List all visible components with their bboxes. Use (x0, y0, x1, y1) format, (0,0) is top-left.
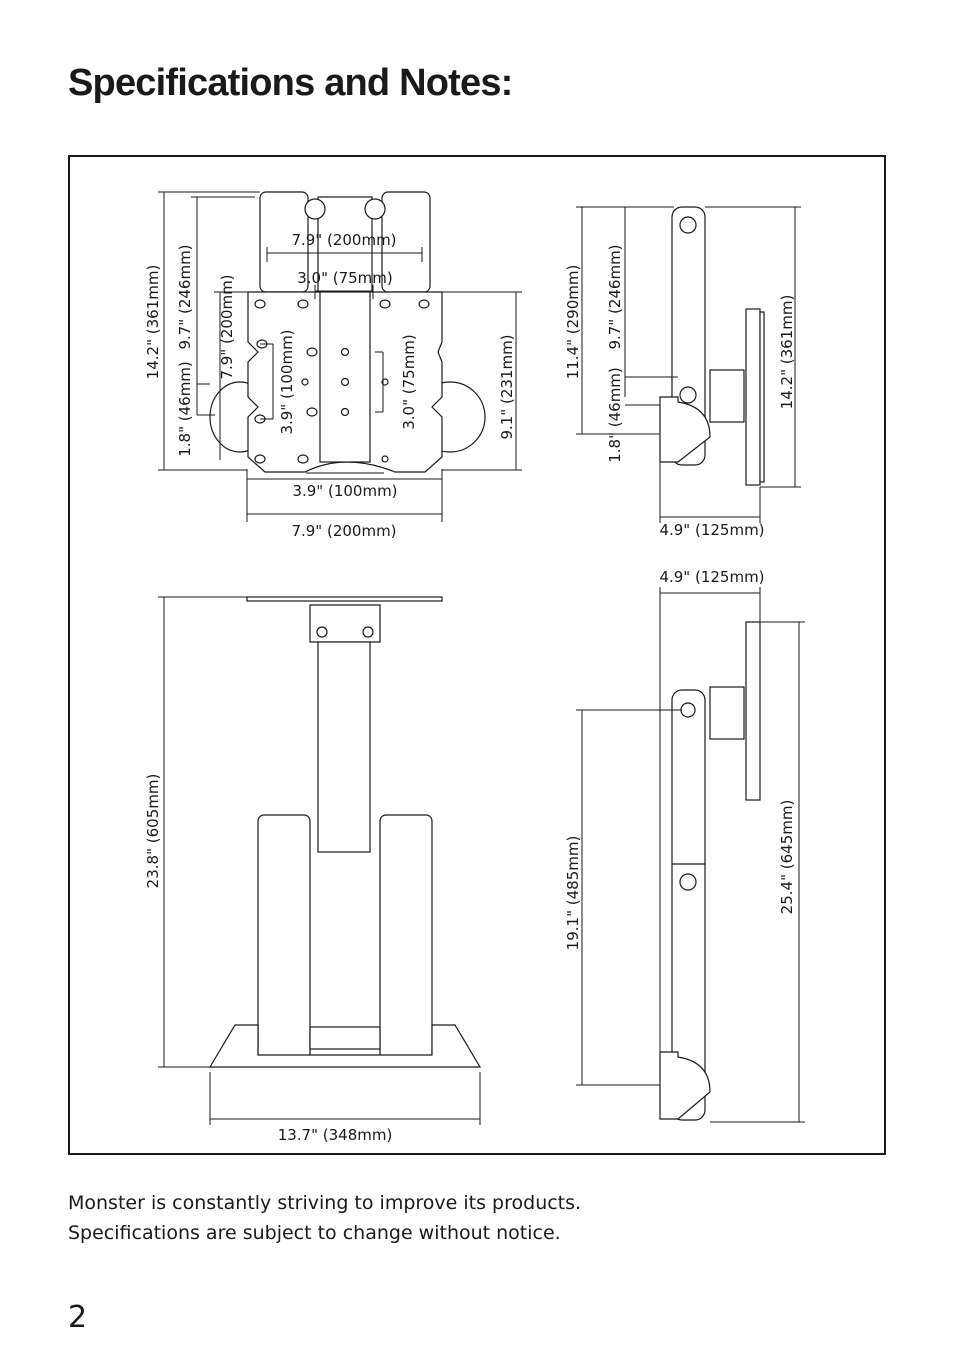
dim-side-folded-height-246: 9.7" (246mm) (606, 244, 624, 349)
dim-side-extended-arm-height: 19.1" (485mm) (564, 836, 582, 951)
dim-side-folded-offset: 1.8" (46mm) (606, 367, 624, 463)
specifications-diagram: 7.9" (200mm) 3.0" (75mm) 3.9" (100mm) 7.… (68, 155, 886, 1155)
dim-front-upper-height: 9.7" (246mm) (176, 244, 194, 349)
front-view-extended-drawing (158, 596, 482, 1125)
dim-side-folded-depth: 4.9" (125mm) (659, 521, 764, 539)
note-line-1: Monster is constantly striving to improv… (68, 1192, 582, 1214)
dim-front-plate-height: 9.1" (231mm) (498, 334, 516, 439)
side-view-folded-drawing (576, 206, 801, 523)
side-view-extended-drawing (576, 587, 805, 1123)
notes: Monster is constantly striving to improv… (68, 1188, 581, 1248)
dim-side-extended-depth: 4.9" (125mm) (659, 568, 764, 586)
dim-front-bottom-inner-width: 3.9" (100mm) (292, 482, 397, 500)
page-number: 2 (68, 1300, 88, 1335)
page-title: Specifications and Notes: (68, 62, 513, 104)
dim-front-vesa-200: 7.9" (200mm) (218, 274, 236, 379)
front-view-drawing (158, 191, 522, 522)
dim-side-folded-total-height: 14.2" (361mm) (778, 295, 796, 410)
dim-front-lower-offset: 1.8" (46mm) (176, 361, 194, 457)
dim-front-vesa-75: 3.0" (75mm) (400, 334, 418, 430)
note-line-2: Specifications are subject to change wit… (68, 1222, 561, 1244)
dim-front-bottom-width: 7.9" (200mm) (291, 522, 396, 540)
dim-side-folded-height-290: 11.4" (290mm) (564, 265, 582, 380)
dim-front-top-width: 7.9" (200mm) (291, 231, 396, 249)
dim-front-inner-width: 3.0" (75mm) (297, 269, 393, 287)
dim-extended-width: 13.7" (348mm) (278, 1126, 393, 1144)
dim-extended-height: 23.8" (605mm) (144, 774, 162, 889)
dimension-drawings: 7.9" (200mm) 3.0" (75mm) 3.9" (100mm) 7.… (144, 191, 805, 1144)
dim-front-total-height: 14.2" (361mm) (144, 265, 162, 380)
dim-side-extended-total-height: 25.4" (645mm) (778, 800, 796, 915)
dim-front-vesa-100: 3.9" (100mm) (278, 329, 296, 434)
